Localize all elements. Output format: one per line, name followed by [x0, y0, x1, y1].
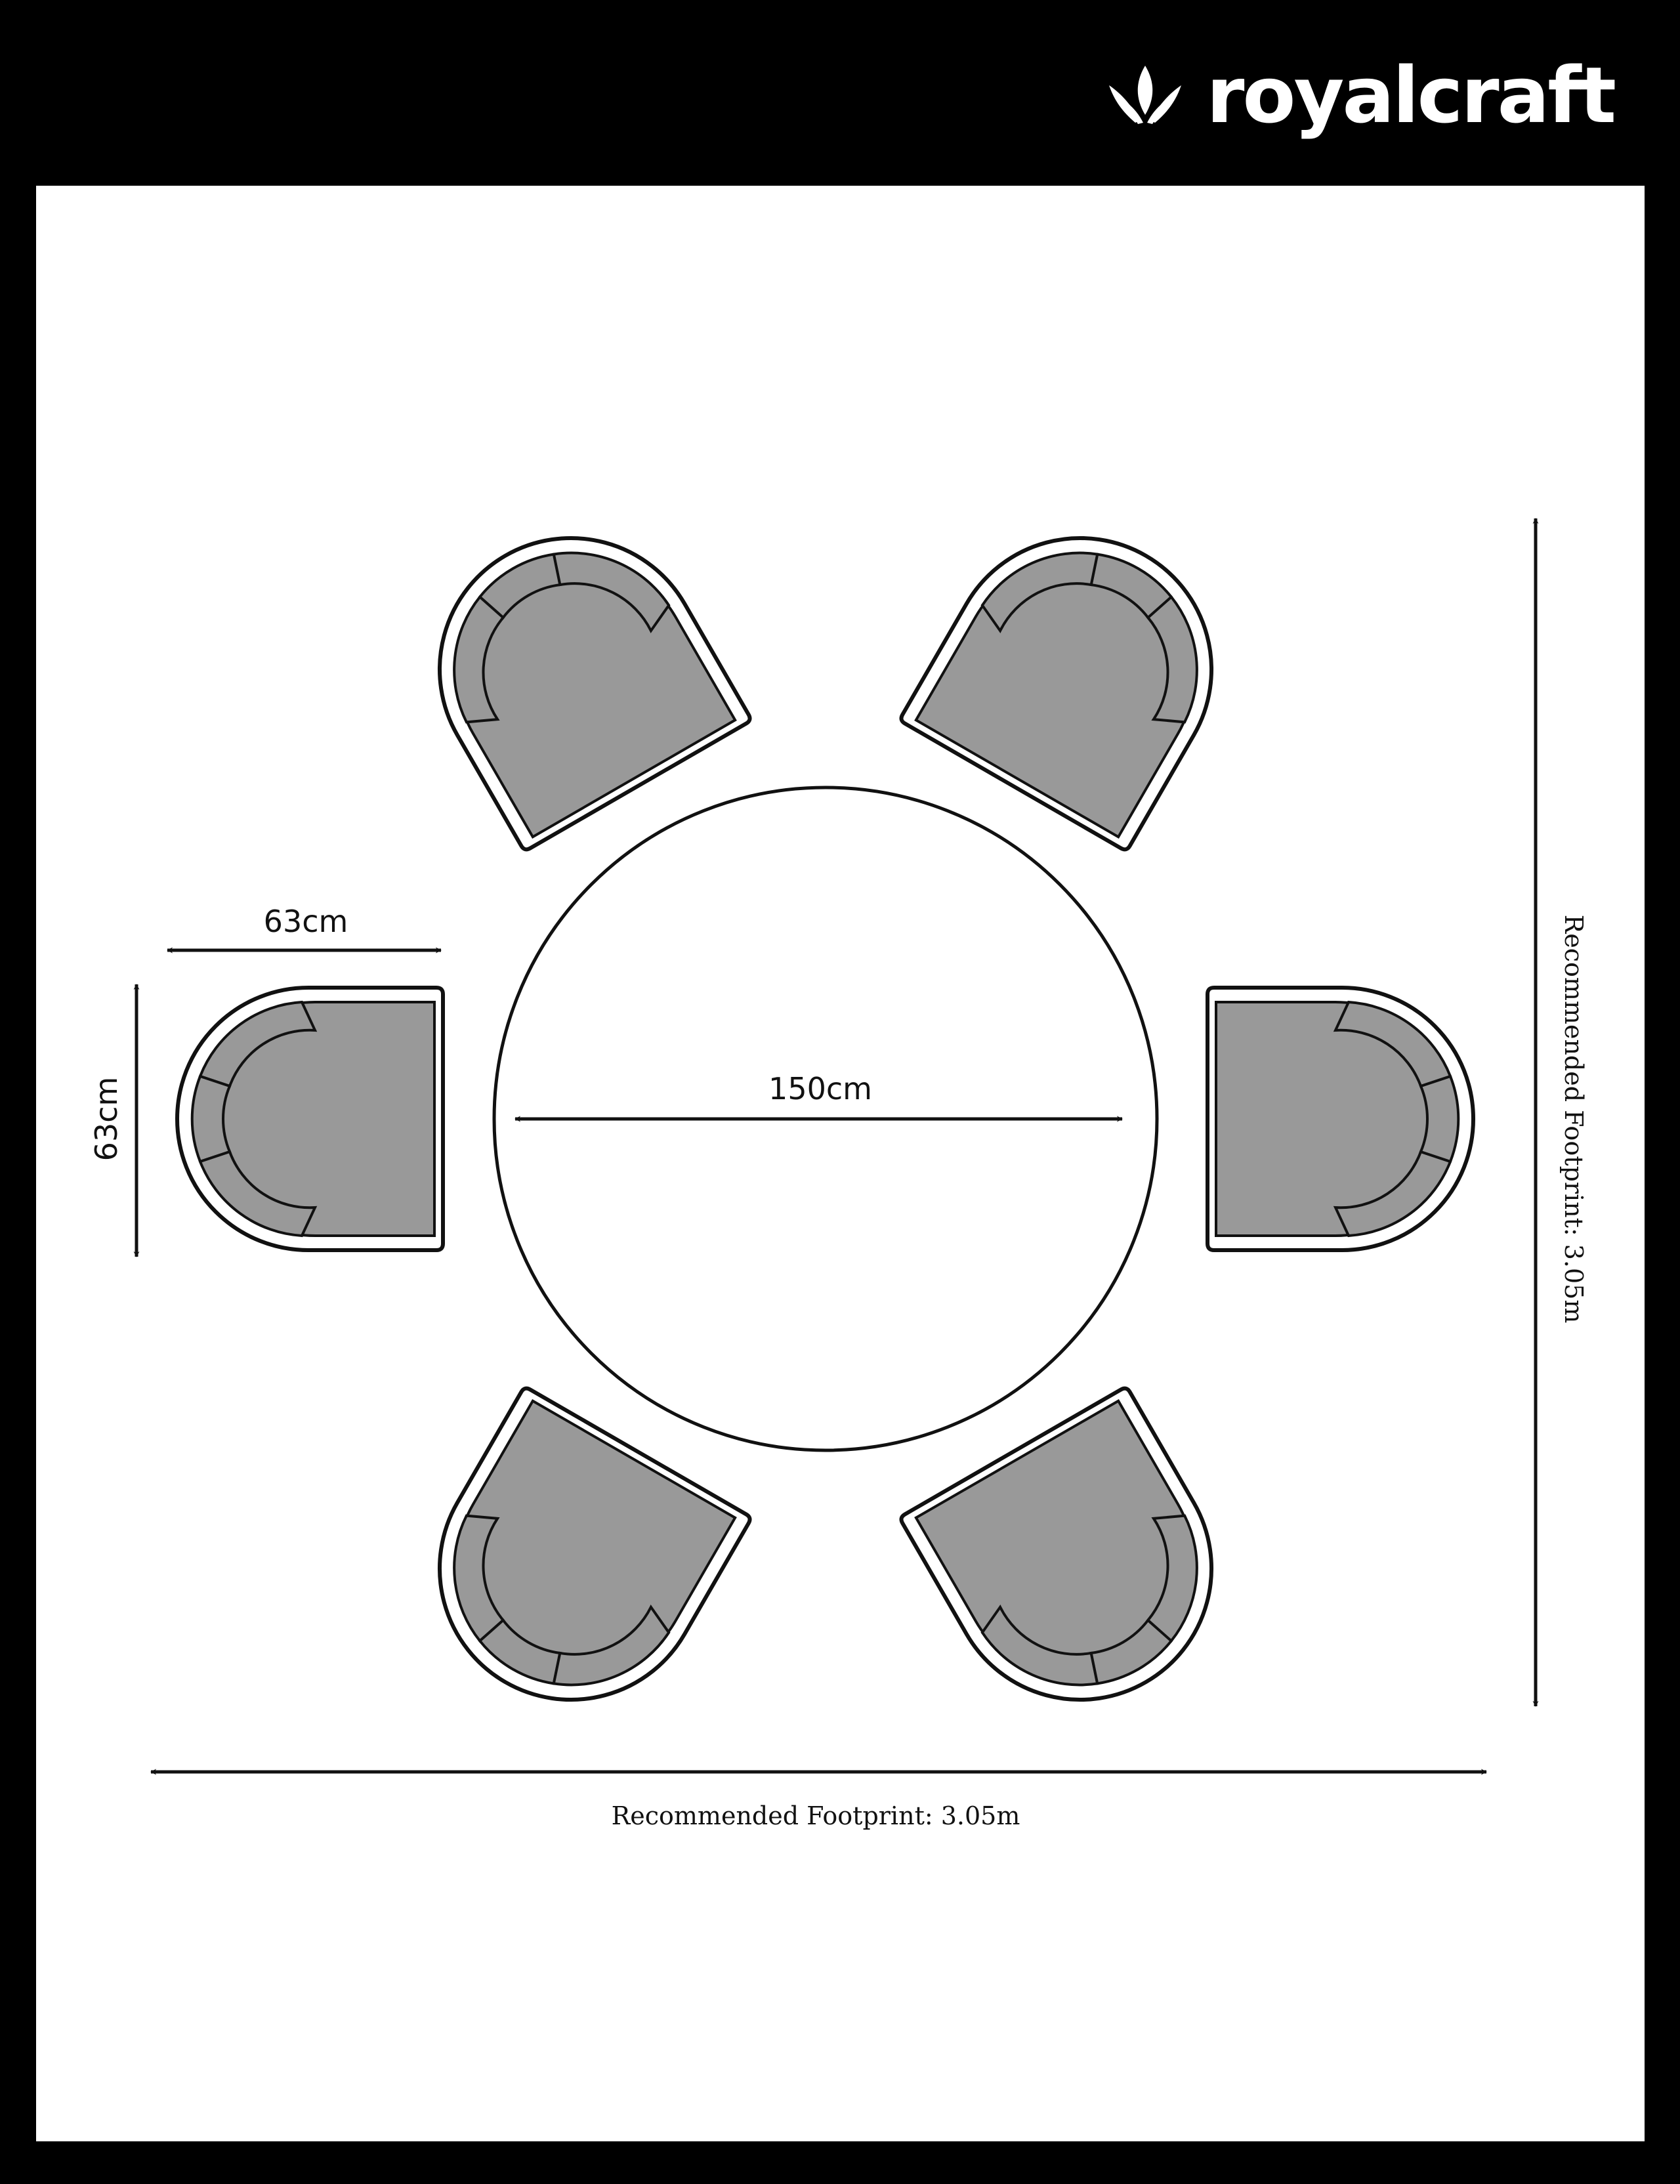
footprint-horizontal-label: Recommended Footprint: 3.05m	[612, 1801, 1020, 1830]
chair-left	[177, 988, 443, 1250]
table-diameter-label: 150cm	[768, 1071, 872, 1106]
chair-bottom-left	[392, 1386, 752, 1748]
footprint-vertical-label: Recommended Footprint: 3.05m	[1559, 915, 1588, 1324]
chair-right	[1208, 988, 1473, 1250]
chair-depth-label: 63cm	[89, 1077, 124, 1162]
chair-top-left	[392, 490, 752, 852]
lotus-crown-icon	[1109, 66, 1182, 124]
brand-logo: royalcraft	[1102, 46, 1616, 144]
chair-top-right	[899, 490, 1259, 852]
chair-width-label: 63cm	[264, 904, 348, 939]
brand-name: royalcraft	[1206, 50, 1616, 140]
chair-bottom-right	[899, 1386, 1259, 1748]
